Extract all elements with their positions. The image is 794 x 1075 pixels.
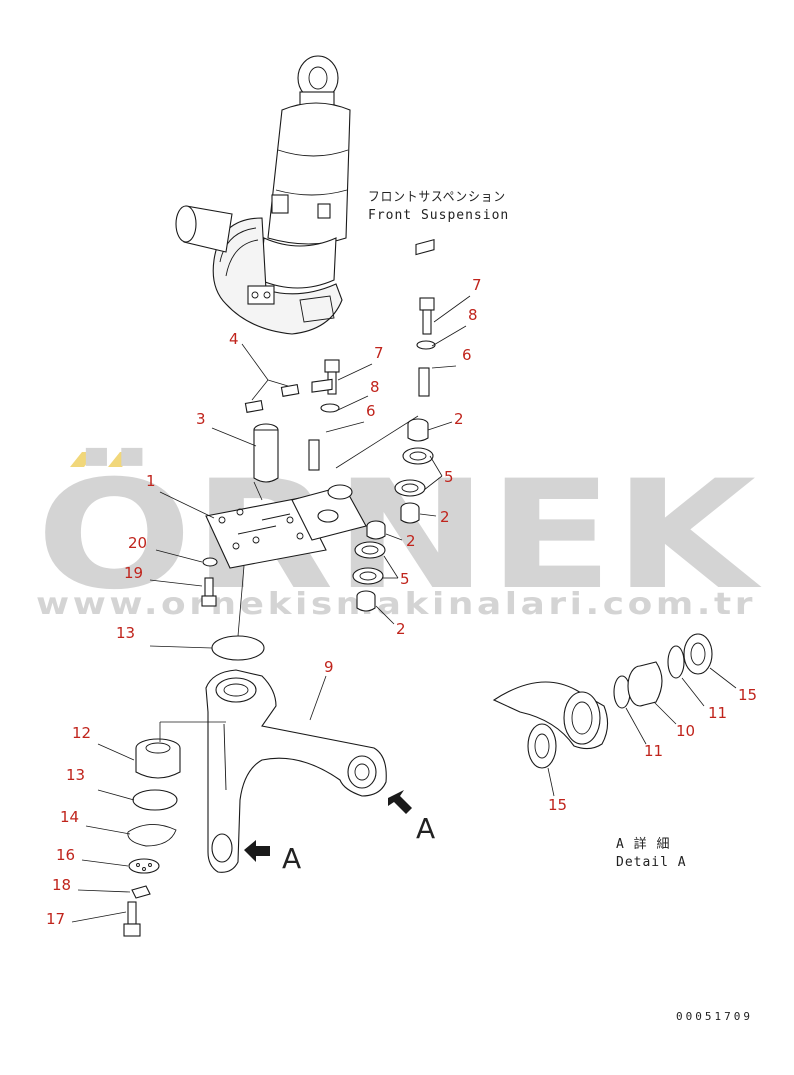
pin-3 <box>253 423 279 483</box>
axle-tube-end <box>175 205 197 243</box>
suspension-arm-9 <box>205 669 387 873</box>
callout-8-mid: 8 <box>370 378 380 396</box>
callout-2-mid: 2 <box>406 532 416 550</box>
callout-7-mid: 7 <box>374 344 384 362</box>
bush-2-right <box>400 502 420 524</box>
callout-15-left: 15 <box>548 796 567 814</box>
callout-15-right: 15 <box>738 686 757 704</box>
detail-a-ring-11-right <box>667 645 685 679</box>
callout-11-right: 11 <box>708 704 727 722</box>
document-id: 00051709 <box>676 1010 753 1023</box>
detail-a-bushing-10 <box>627 661 663 707</box>
callout-20: 20 <box>128 534 147 552</box>
view-arrow-a-right <box>388 790 412 814</box>
seal-5-upper <box>394 447 434 497</box>
leader-lines <box>71 295 737 923</box>
callout-12: 12 <box>72 724 91 742</box>
cap-16 <box>128 858 160 874</box>
callout-2-top: 2 <box>454 410 464 428</box>
title-en: Front Suspension <box>368 208 509 223</box>
bolt-7-upper <box>419 297 435 335</box>
title-jp: フロントサスペンション <box>368 190 506 205</box>
callout-2-right: 2 <box>440 508 450 526</box>
callout-6-upper: 6 <box>462 346 472 364</box>
callout-13-lower: 13 <box>66 766 85 784</box>
bearing-12 <box>135 738 181 779</box>
bolt-19 <box>201 577 217 607</box>
mounting-plate-1 <box>205 484 367 569</box>
o-ring-13-upper <box>211 635 265 661</box>
callout-14: 14 <box>60 808 79 826</box>
detail-title-jp: A 詳 細 <box>616 836 670 852</box>
keys-4 <box>244 384 300 413</box>
callout-5-upper: 5 <box>444 468 454 486</box>
housing-bolt-1 <box>251 291 259 299</box>
callout-16: 16 <box>56 846 75 864</box>
callout-4: 4 <box>229 330 239 348</box>
pin-6-mid <box>308 378 333 471</box>
callout-17: 17 <box>46 910 65 928</box>
pin-6-upper <box>415 239 435 397</box>
detail-a-ring-11-left <box>613 675 631 709</box>
cylinder-body <box>267 102 351 245</box>
cylinder-clamp-right <box>317 203 331 219</box>
cylinder-eye-bore <box>308 66 328 90</box>
bush-2-mid <box>366 520 386 540</box>
bush-2-top <box>407 418 429 442</box>
callout-13-upper: 13 <box>116 624 135 642</box>
callout-19: 19 <box>124 564 143 582</box>
front-suspension-assembly <box>175 55 351 335</box>
callout-1: 1 <box>146 472 156 490</box>
watermark-accent-left <box>70 452 96 467</box>
bolt-17 <box>123 901 141 937</box>
detail-a-arm <box>492 681 609 750</box>
callout-11-left: 11 <box>644 742 663 760</box>
housing-detail <box>299 295 335 323</box>
hub-flange-ring <box>219 227 257 263</box>
washer-8-mid <box>320 403 340 413</box>
detail-a-seal-15-right <box>683 633 713 675</box>
watermark-brand: ÖRNEK <box>36 447 762 623</box>
callout-18: 18 <box>52 876 71 894</box>
housing-bolt-2 <box>263 291 271 299</box>
lock-plate-18 <box>131 885 151 899</box>
callout-8-upper: 8 <box>468 306 478 324</box>
detail-a-seal-15-left <box>527 723 557 769</box>
housing-bolt-block <box>247 285 275 305</box>
callout-9: 9 <box>324 658 334 676</box>
washer-8-upper <box>416 340 436 350</box>
hub-flange-ring-2 <box>225 239 259 277</box>
view-marker-a-right: A <box>416 812 435 845</box>
cylinder-clamp-left <box>271 194 289 214</box>
callout-2-bottom: 2 <box>396 620 406 638</box>
view-marker-a-left: A <box>282 842 301 875</box>
callout-10: 10 <box>676 722 695 740</box>
cylinder-lower-sleeve <box>259 237 337 289</box>
callout-3: 3 <box>196 410 206 428</box>
callout-7-upper: 7 <box>472 276 482 294</box>
bush-2-bottom <box>356 590 376 612</box>
cylinder-band-1 <box>277 149 349 157</box>
callout-6-mid: 6 <box>366 402 376 420</box>
callouts: 4 3 1 20 19 13 7 8 6 7 8 6 2 5 2 2 5 2 9… <box>46 276 757 928</box>
seal-5-lower <box>352 541 386 585</box>
watermark-url: www.ornekismakinalari.com.tr <box>36 587 756 622</box>
watermark: ÖRNEK www.ornekismakinalari.com.tr <box>36 447 762 623</box>
watermark-accent-right <box>108 452 134 467</box>
washer-20 <box>202 557 218 567</box>
snap-ring-14 <box>127 824 177 847</box>
hub-housing <box>212 217 343 335</box>
view-arrow-a-left <box>244 840 270 862</box>
o-ring-13-lower <box>132 789 178 811</box>
callout-5-lower: 5 <box>400 570 410 588</box>
cylinder-band-2 <box>275 189 348 196</box>
detail-title-en: Detail A <box>616 855 687 870</box>
